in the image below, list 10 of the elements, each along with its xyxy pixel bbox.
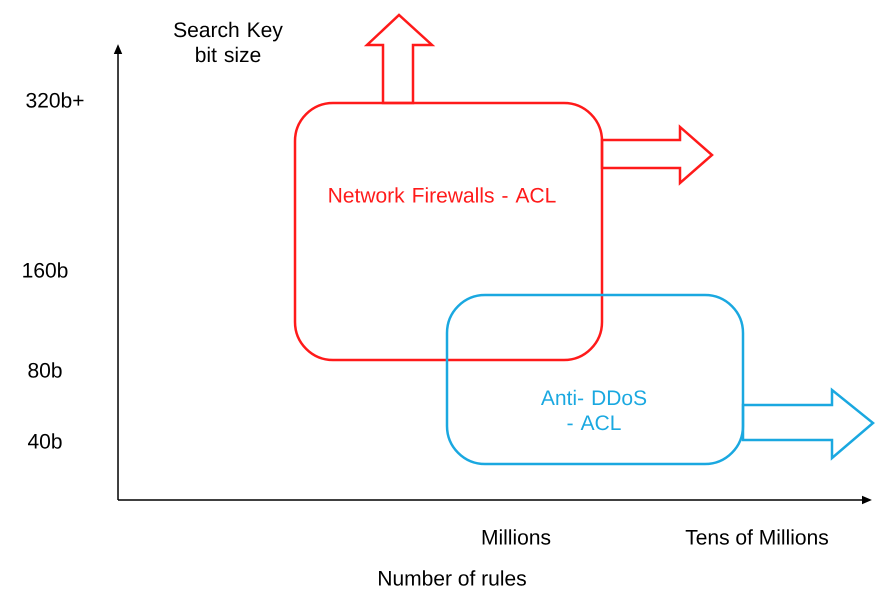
tick-label: 320b+ [26, 92, 84, 108]
tick-label: 40b [28, 433, 62, 449]
tick-label: 160b [23, 262, 68, 278]
rounded-box: Anti- DDoS - ACL [446, 294, 744, 466]
axis-title: Number of rules [379, 570, 526, 586]
axis-title: Search Key bit size [174, 22, 283, 62]
tick-label: 80b [28, 362, 62, 378]
tick-label: Millions [482, 529, 550, 545]
rounded-box: Network Firewalls - ACL [294, 102, 604, 362]
tick-label: Tens of Millions [686, 529, 828, 545]
